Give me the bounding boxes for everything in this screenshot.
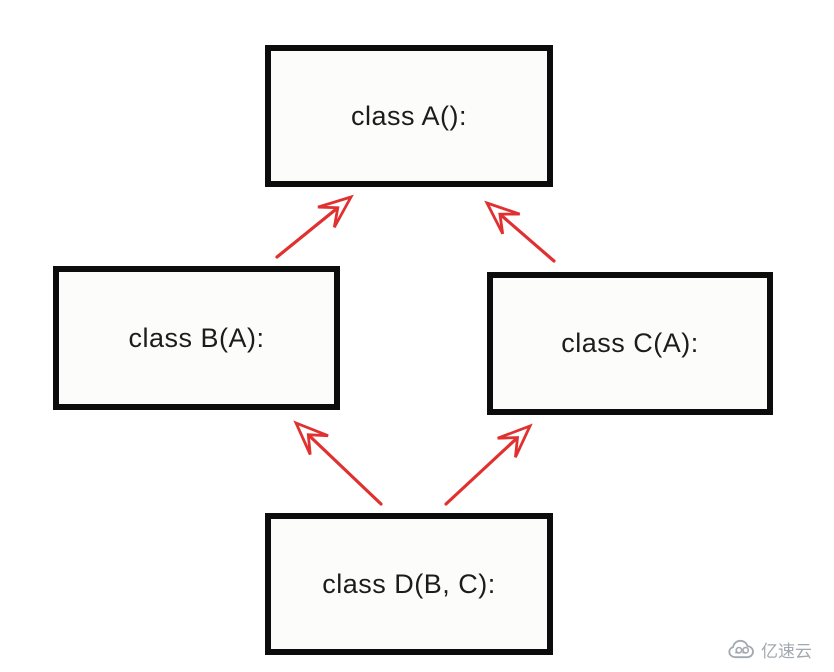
watermark-text: 亿速云 xyxy=(761,642,812,661)
class-d-node: class D(B, C): xyxy=(265,513,553,655)
cloud-logo-icon xyxy=(728,639,754,659)
arrow-c-to-a-icon xyxy=(484,200,556,263)
class-a-label: class A(): xyxy=(350,100,468,131)
watermark: 亿速云 xyxy=(727,637,812,662)
class-a-node: class A(): xyxy=(265,45,553,187)
class-b-node: class B(A): xyxy=(53,266,340,410)
arrow-d-to-b-icon xyxy=(293,420,383,506)
class-c-node: class C(A): xyxy=(487,272,773,415)
class-c-label: class C(A): xyxy=(561,328,699,358)
arrow-d-to-c-icon xyxy=(444,423,533,506)
class-b-label: class B(A): xyxy=(128,322,265,353)
arrow-b-to-a-icon xyxy=(275,194,354,259)
class-d-label: class D(B, C): xyxy=(322,568,496,599)
